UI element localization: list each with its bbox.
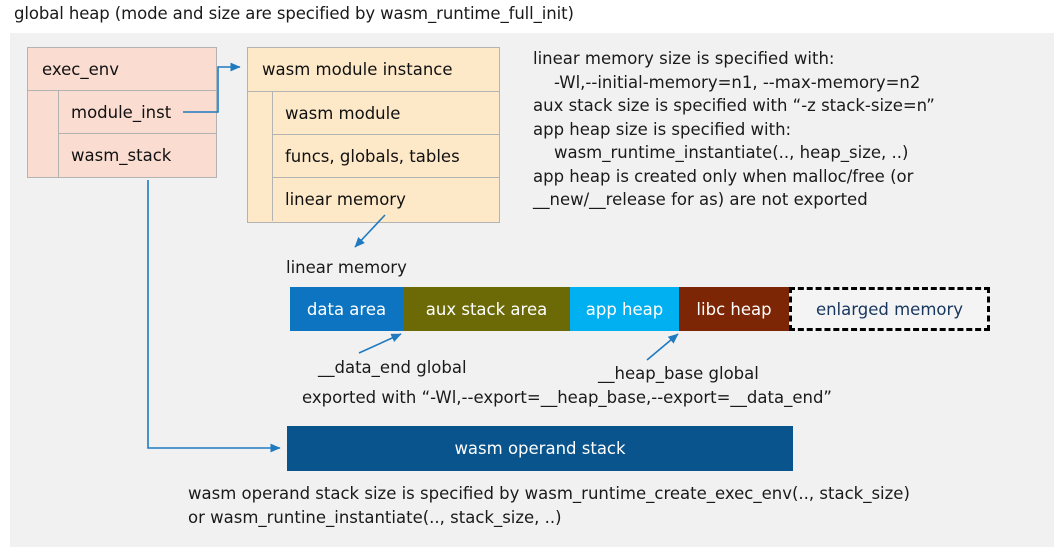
page-title: global heap (mode and size are specified… [14, 4, 574, 23]
heap-base-annotation: __heap_base global [598, 364, 759, 383]
data-end-annotation: __data_end global [318, 358, 467, 377]
wasm-module-instance-fields: wasm module funcs, globals, tables linea… [273, 92, 499, 221]
wmi-field-linear-memory: linear memory [285, 190, 406, 209]
memory-segment-app-heap: app heap [570, 287, 679, 331]
memory-segment-data-area: data area [290, 287, 403, 331]
exec-env-gutter [28, 91, 59, 177]
wasm-module-instance-header: wasm module instance [248, 48, 499, 92]
memory-segment-aux-stack-area: aux stack area [403, 287, 570, 331]
linear-memory-notes: linear memory size is specified with: -W… [533, 49, 935, 209]
exec-env-field-module-inst: module_inst [59, 91, 216, 134]
wasm-module-instance-body: wasm module funcs, globals, tables linea… [248, 92, 499, 221]
wasm-module-instance-box: wasm module instance wasm module funcs, … [247, 47, 500, 223]
linear-memory-label: linear memory [286, 258, 407, 277]
exec-env-header: exec_env [28, 48, 216, 91]
export-flags-annotation: exported with “-Wl,--export=__heap_base,… [302, 388, 832, 407]
wmi-field-wasm-module: wasm module [273, 92, 499, 135]
wmi-field-funcs-globals-tables: funcs, globals, tables [273, 135, 499, 178]
operand-stack-notes: wasm operand stack size is specified by … [188, 484, 910, 527]
wasm-module-instance-gutter [248, 92, 273, 221]
exec-env-fields: module_inst wasm_stack [59, 91, 216, 177]
memory-segment-enlarged-memory: enlarged memory [789, 287, 990, 331]
exec-env-box: exec_env module_inst wasm_stack [27, 47, 217, 178]
exec-env-body: module_inst wasm_stack [28, 91, 216, 177]
memory-segment-libc-heap: libc heap [679, 287, 789, 331]
exec-env-field-wasm-stack: wasm_stack [71, 146, 172, 165]
wasm-operand-stack-box: wasm operand stack [287, 426, 793, 471]
